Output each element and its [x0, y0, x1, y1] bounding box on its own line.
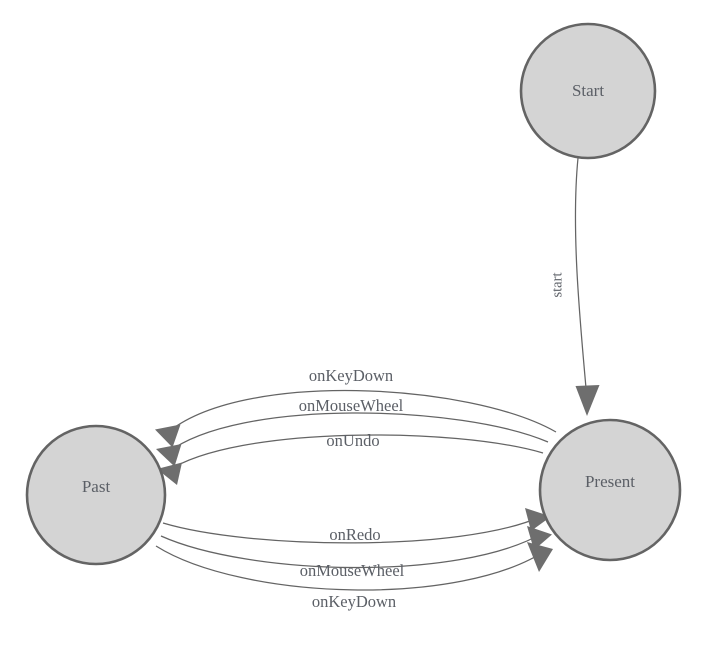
edge-labels-present-to-past: onKeyDown onMouseWheel onUndo — [299, 366, 404, 450]
edge-labels-past-to-present: onRedo onMouseWheel onKeyDown — [300, 525, 405, 611]
edge-label-start: start — [549, 273, 565, 298]
edge-start-to-present: start — [549, 157, 600, 416]
edge-present-past-3-arrowhead — [157, 462, 182, 485]
edge-past-to-present-onredo — [162, 508, 551, 544]
node-start[interactable]: Start — [519, 22, 657, 160]
edge-label-onundo: onUndo — [326, 431, 379, 450]
edge-present-past-3-path — [167, 434, 544, 472]
edge-past-present-3-arrowhead — [527, 542, 553, 572]
node-start-shape[interactable] — [519, 22, 657, 160]
edge-label-onmousewheel-lower: onMouseWheel — [300, 561, 405, 580]
edge-present-past-2-arrowhead — [156, 444, 182, 467]
edge-present-past-1-arrowhead — [155, 424, 181, 448]
edge-present-to-past-onundo — [157, 434, 544, 485]
edge-present-to-past-onkeydown — [155, 389, 557, 448]
node-present-shape[interactable] — [538, 418, 682, 562]
edge-present-past-1-path — [165, 389, 557, 435]
edge-past-present-3-path — [155, 545, 549, 591]
node-past-label: Past — [82, 477, 111, 496]
edge-start-present-arrowhead — [575, 385, 600, 416]
edge-present-past-2-path — [166, 412, 549, 454]
edge-past-present-1-path — [162, 516, 541, 544]
node-present[interactable]: Present — [538, 418, 682, 562]
edge-past-present-2-path — [160, 532, 544, 569]
edge-present-to-past-onmousewheel — [156, 412, 549, 467]
edge-label-onkeydown-lower: onKeyDown — [312, 592, 396, 611]
node-past[interactable]: Past — [25, 424, 167, 566]
node-present-label: Present — [585, 472, 635, 491]
edge-label-onredo: onRedo — [329, 525, 380, 544]
node-past-shape[interactable] — [25, 424, 167, 566]
edge-label-onkeydown-upper: onKeyDown — [309, 366, 393, 385]
edge-past-to-present-onkeydown — [155, 542, 553, 591]
edge-past-present-1-arrowhead — [525, 508, 551, 531]
edge-label-onmousewheel-upper: onMouseWheel — [299, 396, 404, 415]
node-start-label: Start — [572, 81, 604, 100]
edge-start-present-path — [574, 157, 587, 389]
